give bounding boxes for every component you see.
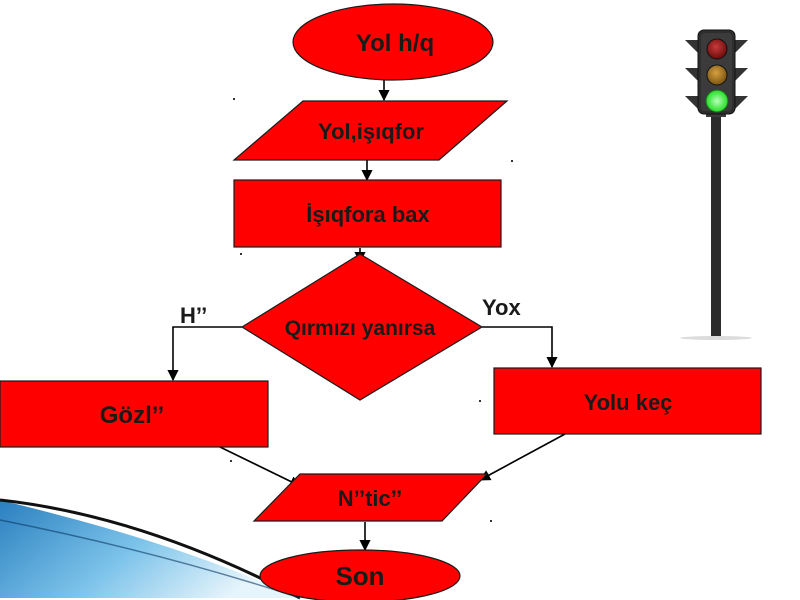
process-node: İşıqfora bax xyxy=(233,179,502,248)
wait-label: Gözl’’ xyxy=(100,402,164,429)
input-label: Yol,işıqfor xyxy=(318,119,424,144)
end-node: Son xyxy=(259,549,461,600)
cross-node: Yolu keç xyxy=(493,367,762,435)
edge-wait-result xyxy=(219,446,302,487)
decision-label: Qırmızı yanırsa xyxy=(285,317,436,340)
start-node: Yol h/q xyxy=(292,3,494,81)
amber-lamp xyxy=(706,64,728,86)
edges xyxy=(167,80,566,552)
edge-decision-wait xyxy=(167,326,242,382)
stray-marks xyxy=(230,98,513,522)
yes-edge-label: H’’ xyxy=(180,303,207,328)
nodes: Yol h/q Yol,işıqfor İşıqfora bax Qırmızı… xyxy=(0,3,762,600)
input-node: Yol,işıqfor xyxy=(232,100,509,161)
red-lamp xyxy=(706,38,728,60)
decision-node: Qırmızı yanırsa xyxy=(240,253,484,401)
edge-decision-cross xyxy=(482,326,558,369)
cross-label: Yolu keç xyxy=(584,390,673,415)
result-node: N’’tic’’ xyxy=(252,473,489,522)
result-label: N’’tic’’ xyxy=(338,486,402,511)
edge-cross-result xyxy=(479,433,566,481)
green-lamp xyxy=(705,89,729,113)
start-label: Yol h/q xyxy=(356,30,434,57)
no-edge-label: Yox xyxy=(482,295,521,320)
traffic-light-icon xyxy=(680,29,752,340)
process-label: İşıqfora bax xyxy=(306,202,430,227)
wait-node: Gözl’’ xyxy=(0,380,269,448)
decorative-wave xyxy=(0,498,301,600)
end-label: Son xyxy=(335,561,384,591)
